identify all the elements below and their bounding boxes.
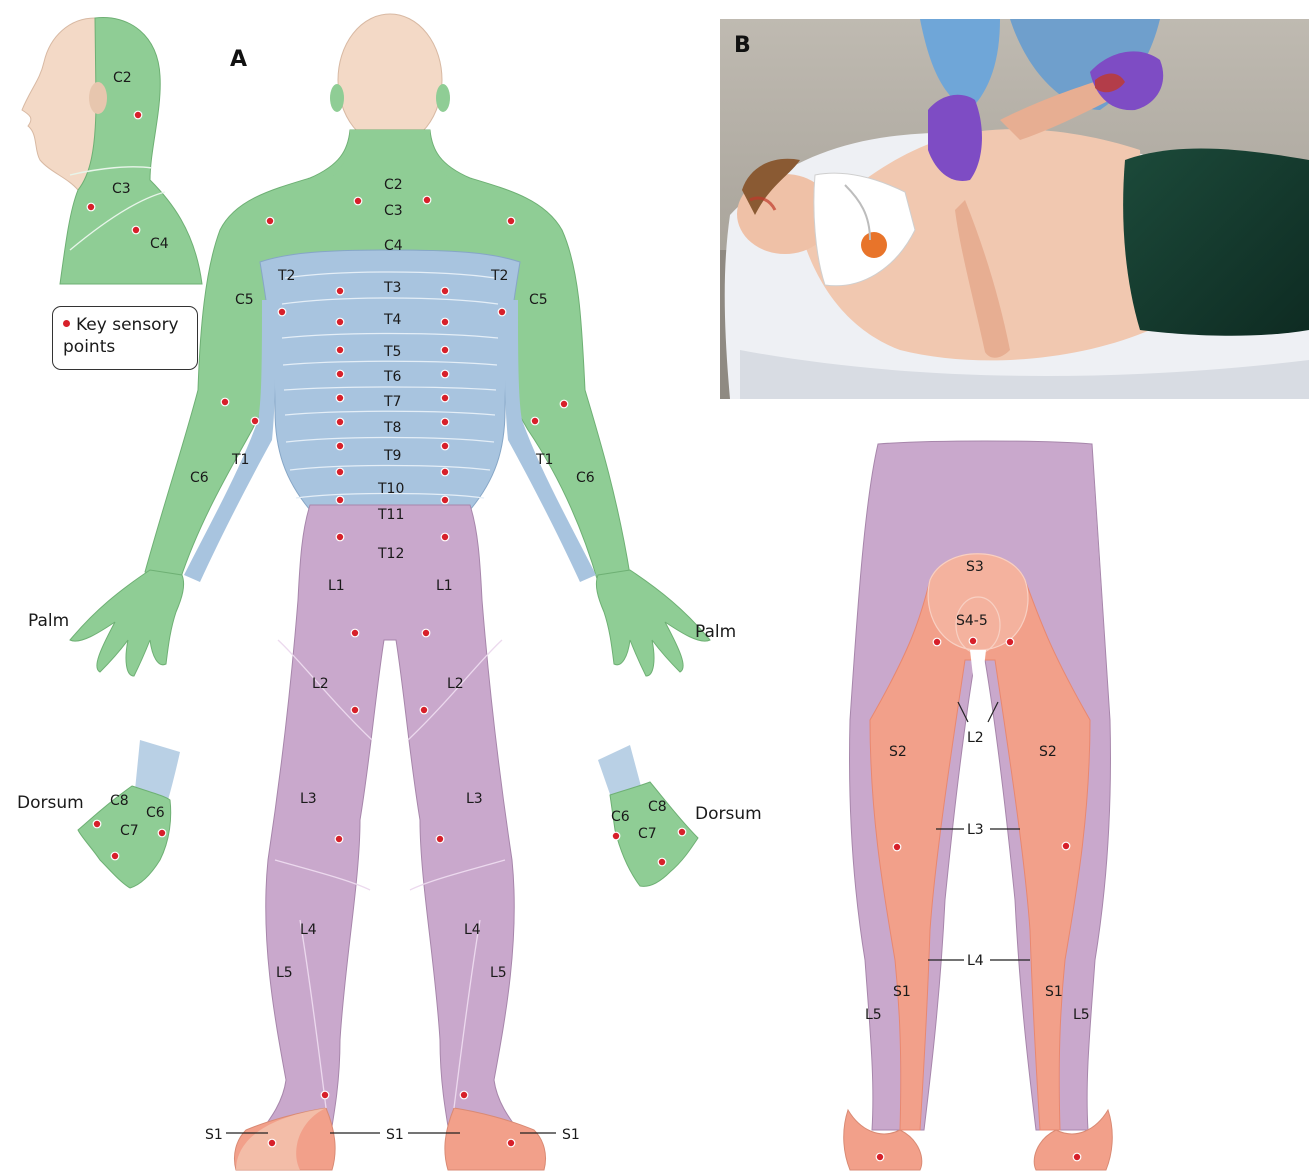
label-s1-left: S1 [205, 1127, 223, 1143]
inset-c4: C4 [150, 236, 169, 252]
label-l3-right: L3 [466, 791, 483, 807]
label-t7: T7 [383, 394, 401, 410]
back-figure: S3 S4-5 L2 S2 S2 L3 L4 S1 S1 L5 L5 [844, 441, 1113, 1170]
label-t5: T5 [383, 344, 401, 360]
label-t2-right: T2 [490, 268, 508, 284]
legend-text: Key sensory points [63, 315, 179, 357]
left-palm [70, 570, 184, 676]
key-sensory-points-legend: Key sensory points [52, 306, 198, 370]
label-c6-left: C6 [190, 470, 209, 486]
label-dorsum-left: Dorsum [17, 793, 84, 813]
panel-label-a: A [230, 47, 247, 72]
label-l5-left: L5 [276, 965, 293, 981]
label-c2: C2 [384, 177, 403, 193]
label-c8-right: C8 [648, 799, 667, 815]
label-l2-right: L2 [447, 676, 464, 692]
label-t11: T11 [377, 507, 404, 523]
back-label-s4-5: S4-5 [956, 613, 988, 629]
head-skin [22, 18, 96, 190]
inset-c2: C2 [113, 70, 132, 86]
label-c6-right-hand: C6 [611, 809, 630, 825]
label-c7-left: C7 [120, 823, 139, 839]
label-l5-right: L5 [490, 965, 507, 981]
label-l3-left: L3 [300, 791, 317, 807]
label-l1-left: L1 [328, 578, 345, 594]
label-c6-left-hand: C6 [146, 805, 165, 821]
label-s1-right: S1 [562, 1127, 580, 1143]
back-label-s3: S3 [966, 559, 984, 575]
label-c5-left: C5 [235, 292, 254, 308]
right-palm [596, 570, 710, 676]
label-t4: T4 [383, 312, 402, 328]
right-dorsum-hand: Dorsum C6 C8 C7 [598, 745, 762, 886]
label-l4-right: L4 [464, 922, 481, 938]
label-l4-left: L4 [300, 922, 317, 938]
label-s1-center: S1 [386, 1127, 404, 1143]
front-head [338, 14, 442, 146]
back-label-s2-left: S2 [889, 744, 907, 760]
label-t9: T9 [383, 448, 401, 464]
label-c5-right: C5 [529, 292, 548, 308]
label-t12: T12 [377, 546, 404, 562]
back-label-l5-right: L5 [1073, 1007, 1090, 1023]
label-t1-right: T1 [535, 452, 553, 468]
key-point-icon [63, 320, 70, 327]
back-label-s1-right: S1 [1045, 984, 1063, 1000]
label-t1-left: T1 [231, 452, 249, 468]
right-foot-s1 [445, 1108, 546, 1170]
label-t10: T10 [377, 481, 404, 497]
back-label-l2: L2 [967, 730, 984, 746]
label-t2-left: T2 [277, 268, 295, 284]
inset-c3: C3 [112, 181, 131, 197]
label-t6: T6 [383, 369, 402, 385]
panel-label-b: B [734, 33, 751, 58]
ear-icon [89, 82, 107, 114]
left-dorsum-hand: Dorsum C8 C6 C7 [17, 740, 180, 888]
patient-photo: B [720, 19, 1309, 399]
label-l1-right: L1 [436, 578, 453, 594]
label-c6-right: C6 [576, 470, 595, 486]
head-inset: C2 C3 C4 [22, 18, 202, 284]
label-t8: T8 [383, 420, 401, 436]
label-palm-right: Palm [695, 622, 736, 642]
back-label-l4: L4 [967, 953, 984, 969]
label-c3: C3 [384, 203, 403, 219]
label-c8-left: C8 [110, 793, 129, 809]
lumbar-zone [248, 505, 532, 1150]
label-t3: T3 [383, 280, 401, 296]
label-c7-right: C7 [638, 826, 657, 842]
back-label-l3: L3 [967, 822, 984, 838]
back-label-s2-right: S2 [1039, 744, 1057, 760]
shorts-icon [1123, 148, 1309, 335]
label-l2-left: L2 [312, 676, 329, 692]
label-c4: C4 [384, 238, 403, 254]
back-label-l5-left: L5 [865, 1007, 882, 1023]
back-label-s1-left: S1 [893, 984, 911, 1000]
label-dorsum-right: Dorsum [695, 804, 762, 824]
label-palm-left: Palm [28, 611, 69, 631]
